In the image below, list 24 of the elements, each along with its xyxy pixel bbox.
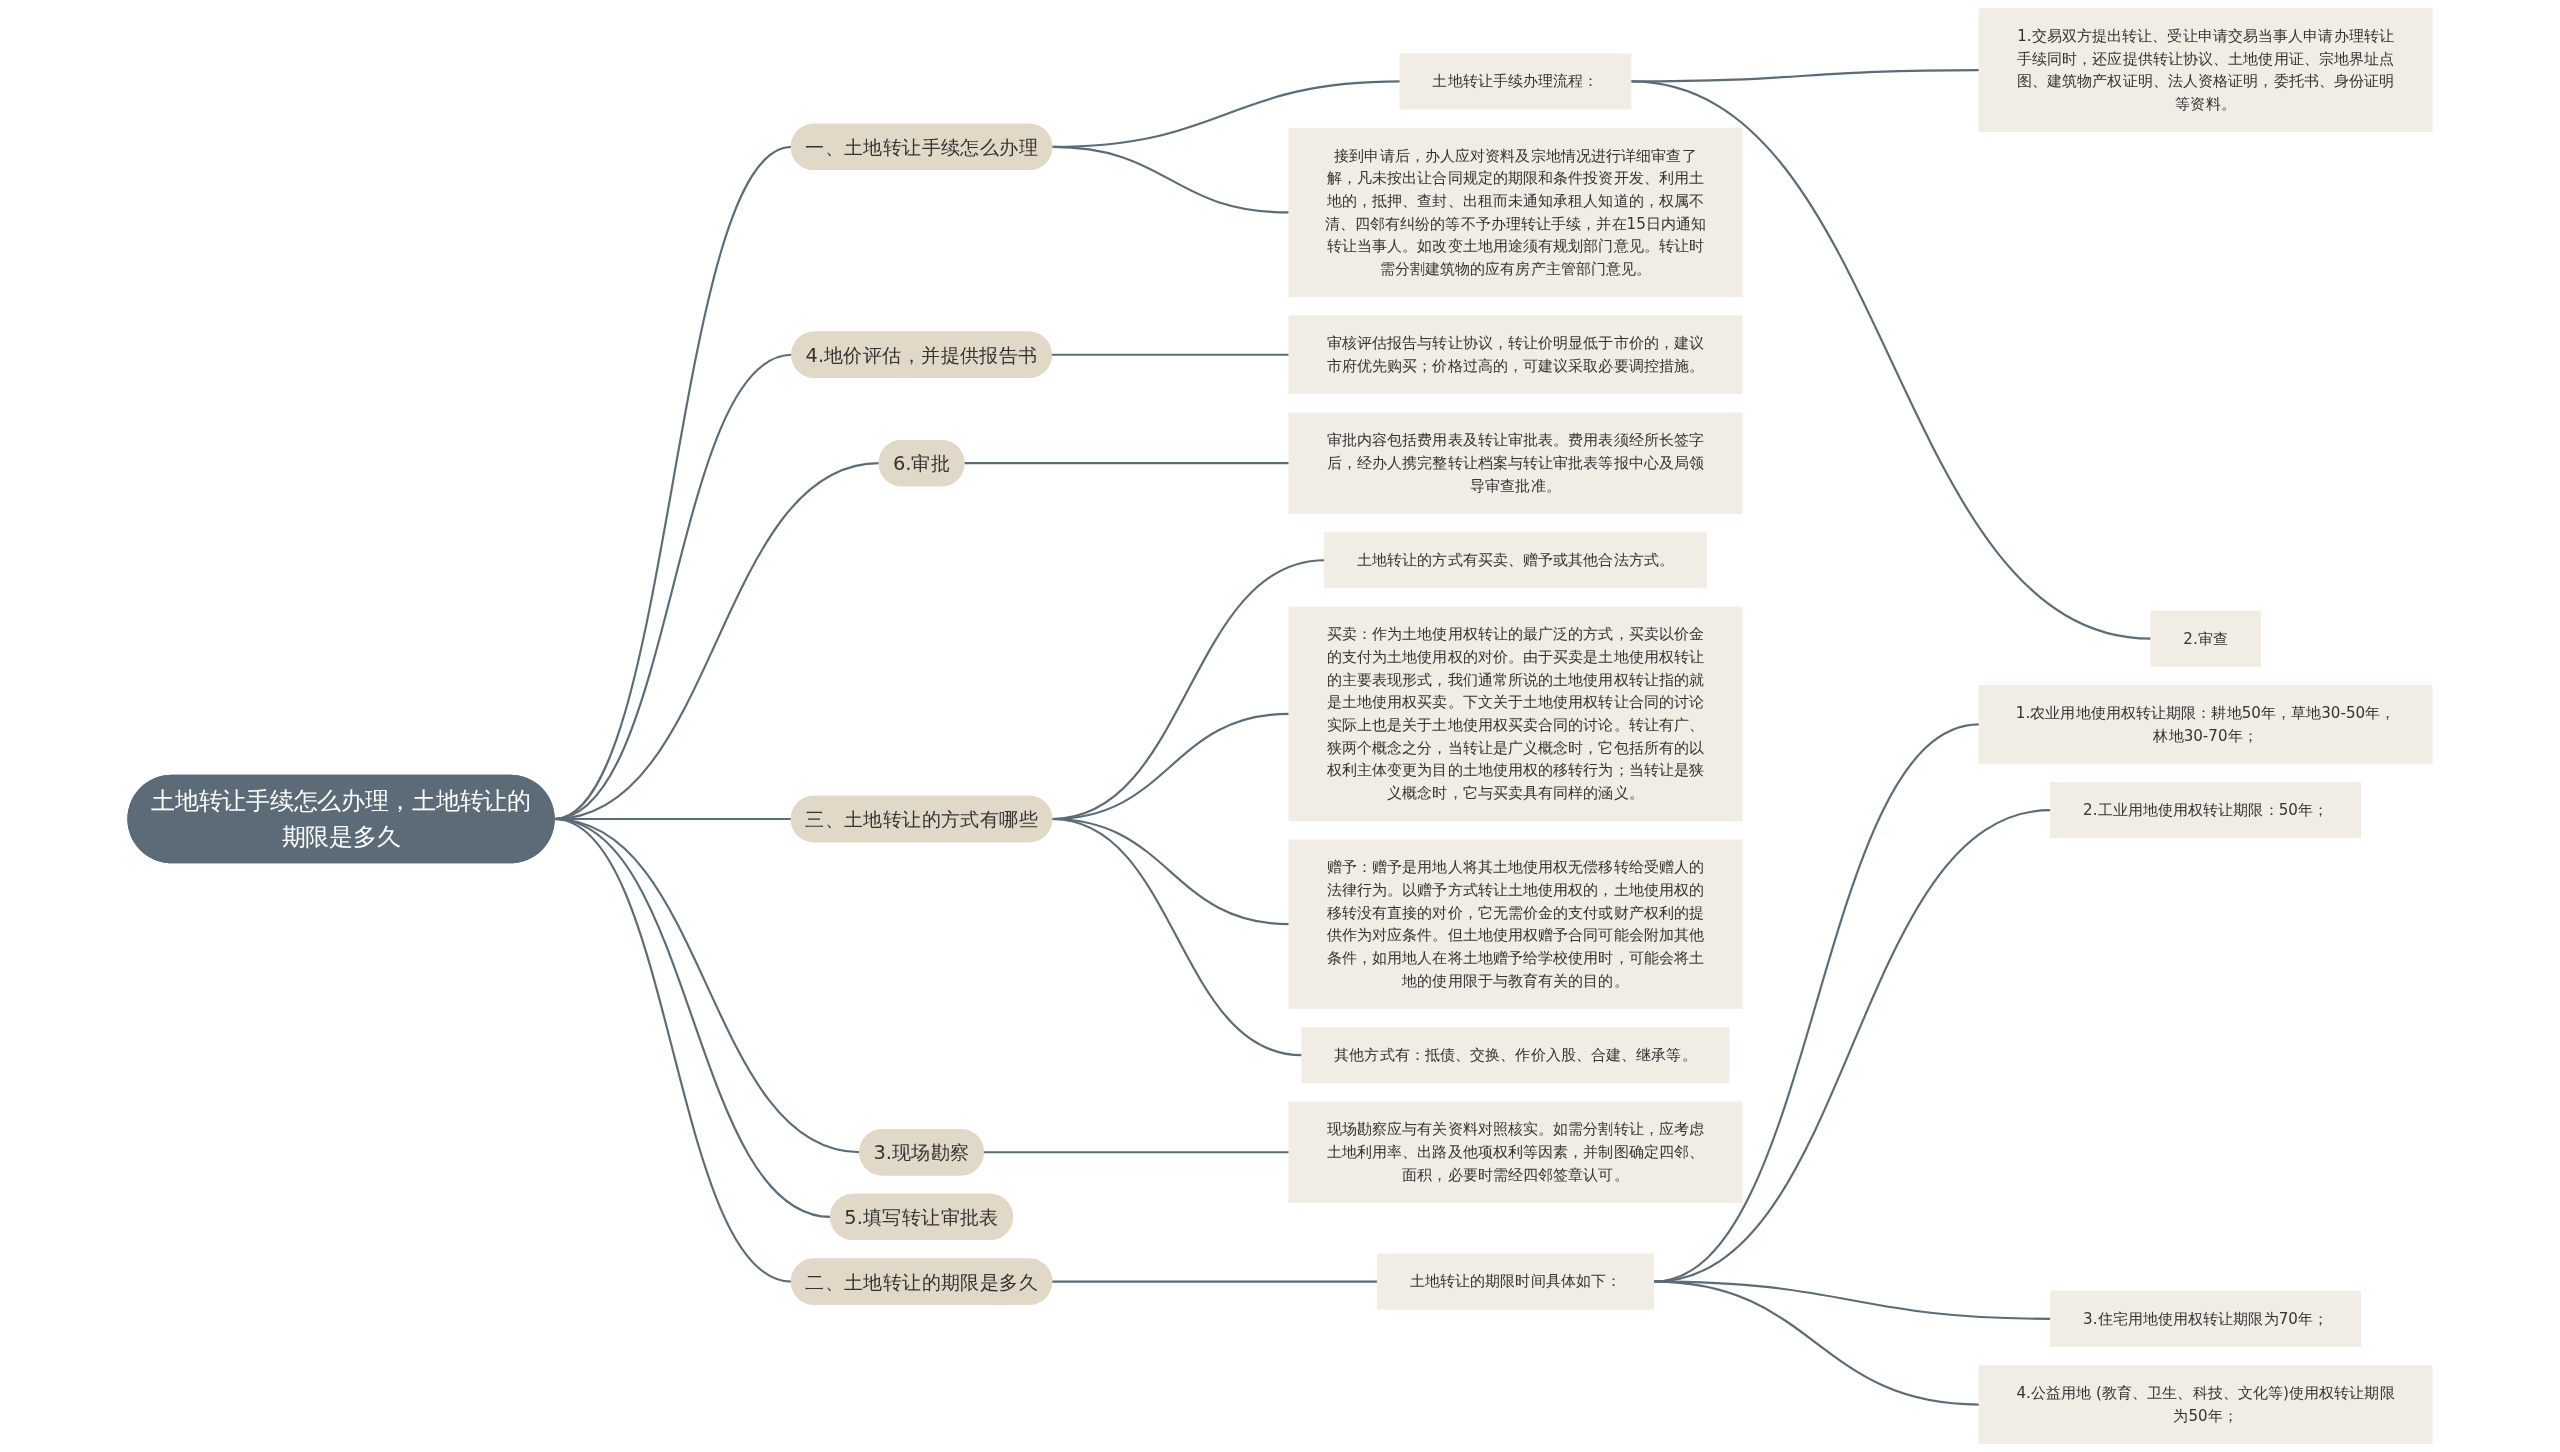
node-box: 2.工业用地使用权转让期限：50年； [2050, 782, 2361, 839]
node-box: 接到申请后，办人应对资料及宗地情况进行详细审查了解，凡未按出让合同规定的期限和条件投资开发、利用土地的，抵押、查封、出租而未通知承租人知道的，权属不清、四邻有纠纷的等不予办理转让手续，并在15日内通知转让当事人。如改变土地用途须有规划部门意见。转让时需分割建筑物的应有房产主管部门意见。 [1288, 127, 1743, 298]
node-box: 3.住宅用地使用权转让期限为70年； [2050, 1290, 2361, 1347]
node-box: 买卖：作为土地使用权转让的最广泛的方式，买卖以价金的支付为土地使用权的对价。由于买卖是土地使用权转让的主要表现形式，我们通常所说的土地使用权转让指的就是土地使用权买卖。下文关于土地使用权转让合同的讨论实际上也是关于土地使用权买卖合同的讨论。转让有广、狭两个概念之分，当转让是广义概念时，它包括所有的以权利主体变更为目的土地使用权的移转行为；当转让是狭义概念时，它与买卖具有同样的涵义。 [1288, 606, 1743, 822]
connector [1051, 145, 1290, 214]
connector [1051, 353, 1289, 356]
node-box: 2.审查 [2150, 610, 2261, 667]
connector [983, 1151, 1289, 1154]
node-box: 土地转让手续办理流程： [1399, 53, 1632, 110]
node-box: 赠予：赠予是用地人将其土地使用权无偿移转给受赠人的法律行为。以赠予方式转让土地使用权的，土地使用权的移转没有直接的对价，它无需价金的支付或财产权利的提供作为对应条件。但土地使用权赠予合同可能会附加其他条件，如用地人在将土地赠予给学校使用时，可能会将土地的使用限于与教育有关的目的。 [1288, 839, 1743, 1009]
node-box: 1.交易双方提出转让、受让申请交易当事人申请办理转让手续同时，还应提供转让协议、土地使用证、宗地界址点图、建筑物产权证明、法人资格证明，委托书、身份证明等资料。 [1978, 8, 2433, 133]
node-box: 审批内容包括费用表及转让审批表。费用表须经所长签字后，经办人携完整转让档案与转让审批表等报中心及局领导审查批准。 [1288, 412, 1743, 514]
connector [1653, 809, 2051, 1283]
node-box: 4.公益用地 (教育、卫生、科技、文化等)使用权转让期限为50年； [1978, 1365, 2433, 1444]
connector [964, 462, 1289, 465]
node-box: 土地转让的期限时间具体如下： [1376, 1253, 1654, 1310]
node-box: 其他方式有：抵债、交换、作价入股、合建、继承等。 [1301, 1027, 1730, 1084]
node-box: 审核评估报告与转让协议，转让价明显低于市价的，建议市府优先购买；价格过高的，可建议采取必要调控措施。 [1288, 315, 1743, 395]
node-box: 现场勘察应与有关资料对照核实。如需分割转让，应考虑土地利用率、出路及他项权利等因素，并制图确定四邻、面积，必要时需经四邻签章认可。 [1288, 1101, 1743, 1203]
node-box: 土地转让的方式有买卖、赠予或其他合法方式。 [1324, 532, 1707, 589]
connector [1653, 1280, 1980, 1406]
connector [1051, 1280, 1378, 1283]
connector [553, 818, 792, 1283]
node-box: 1.农业用地使用权转让期限：耕地50年，草地30-50年，林地30-70年； [1978, 685, 2433, 764]
